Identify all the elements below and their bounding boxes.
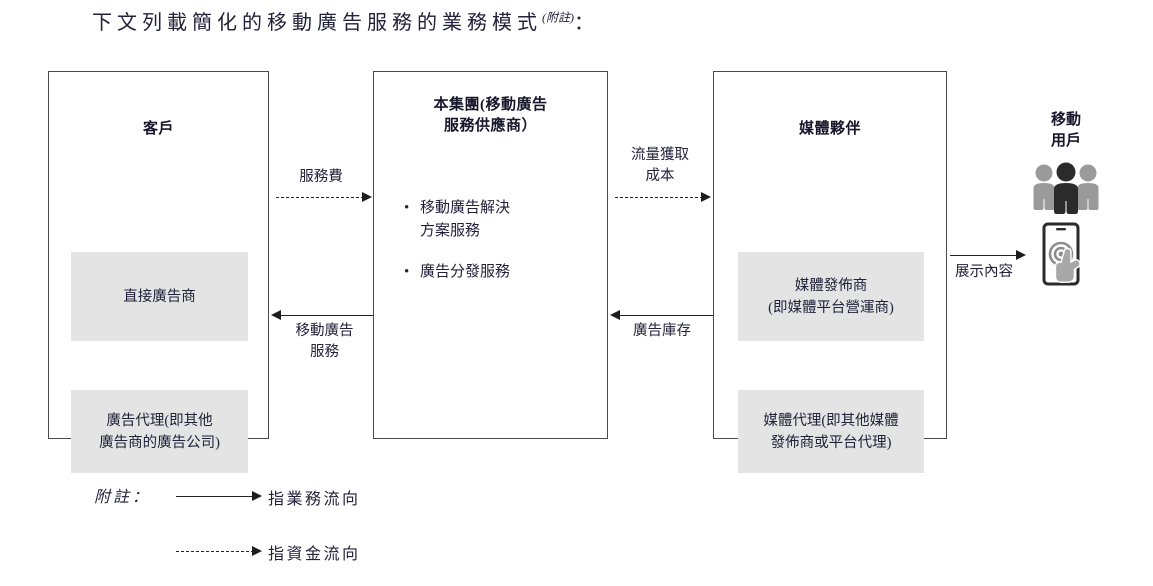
media-partner-box-title: 媒體夥伴	[798, 121, 861, 137]
customer-item-direct-advertisers-label: 直接廣告商	[123, 288, 196, 305]
connector-mobile-ad-service-line	[281, 315, 373, 316]
page-title: 下文列載簡化的移動廣告服務的業務模式(附註)：	[92, 6, 594, 35]
customer-item-ad-agencies-label: 廣告代理(即其他 廣告商的廣告公司)	[99, 412, 220, 451]
legend-dashed-arrowhead	[252, 546, 262, 556]
media-partner-item-publishers-label: 媒體發佈商 (即媒體平台營運商)	[768, 277, 894, 316]
people-group-icon	[1030, 162, 1102, 214]
connector-display-content-label: 展示內容	[955, 264, 1013, 280]
phone-tap-icon	[1038, 222, 1096, 290]
connector-mobile-ad-service-arrowhead	[271, 310, 281, 320]
page-title-text: 下文列載簡化的移動廣告服務的業務模式	[92, 12, 542, 34]
customer-item-ad-agencies: 廣告代理(即其他 廣告商的廣告公司)	[71, 390, 248, 473]
bullet-icon: •	[404, 264, 410, 280]
group-service-item: • 廣告分發服務	[404, 261, 594, 284]
connector-display-content-arrowhead	[1016, 250, 1026, 260]
group-box-title: 本集團(移動廣告 服務供應商）	[433, 97, 548, 134]
media-partner-box: 媒體夥伴 媒體發佈商 (即媒體平台營運商) 媒體代理(即其他媒體 發佈商或平台代…	[713, 71, 947, 473]
customer-box-title: 客戶	[142, 121, 174, 137]
legend-solid-line	[176, 496, 254, 497]
connector-ad-inventory-arrowhead	[610, 310, 620, 320]
page-title-colon: ：	[574, 12, 594, 34]
media-partner-item-publishers: 媒體發佈商 (即媒體平台營運商)	[738, 252, 924, 341]
connector-ad-inventory-line	[620, 315, 713, 316]
group-service-item-label: 移動廣告解決 方案服務	[420, 200, 511, 239]
legend-dashed-line	[176, 551, 254, 552]
connector-service-fee-label: 服務費	[299, 169, 343, 185]
legend-label: 附註：	[94, 489, 152, 506]
legend-solid-arrowhead	[252, 491, 262, 501]
media-partner-item-agencies-label: 媒體代理(即其他媒體 發佈商或平台代理)	[763, 412, 899, 451]
connector-traffic-cost-arrowhead	[701, 192, 711, 202]
connector-traffic-cost-line	[615, 197, 703, 198]
mobile-users-title: 移動 用戶	[1050, 112, 1081, 149]
connector-mobile-ad-service-label: 移動廣告 服務	[295, 323, 354, 360]
customer-box: 客戶 直接廣告商 廣告代理(即其他 廣告商的廣告公司)	[48, 71, 269, 473]
legend-solid-text: 指業務流向	[268, 491, 361, 508]
page-title-footnote-marker: (附註)	[542, 10, 574, 25]
bullet-icon: •	[404, 200, 410, 216]
media-partner-item-agencies: 媒體代理(即其他媒體 發佈商或平台代理)	[738, 390, 924, 473]
customer-item-direct-advertisers: 直接廣告商	[71, 252, 248, 341]
group-box: 本集團(移動廣告 服務供應商） • 移動廣告解決 方案服務 • 廣告分發服務	[373, 71, 608, 439]
group-service-item-label: 廣告分發服務	[420, 264, 511, 280]
connector-traffic-cost-label: 流量獲取 成本	[631, 147, 689, 184]
connector-display-content-line	[950, 255, 1018, 256]
connector-service-fee-line	[276, 197, 364, 198]
group-service-list: • 移動廣告解決 方案服務 • 廣告分發服務	[404, 197, 594, 302]
legend-dashed-text: 指資金流向	[268, 546, 361, 563]
connector-service-fee-arrowhead	[362, 192, 372, 202]
connector-ad-inventory-label: 廣告庫存	[633, 323, 691, 339]
group-service-item: • 移動廣告解決 方案服務	[404, 197, 594, 243]
